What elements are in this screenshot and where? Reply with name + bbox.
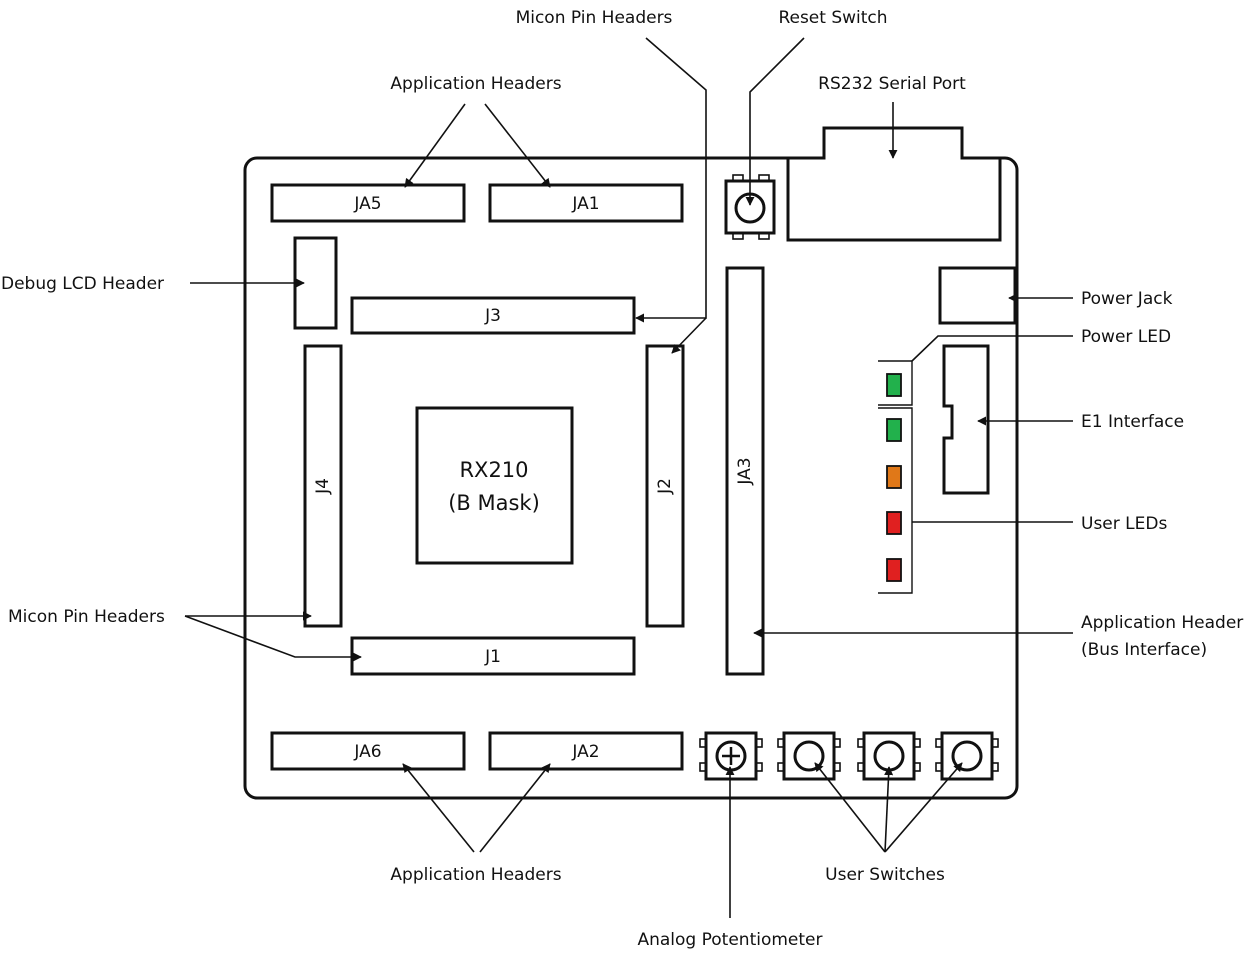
- header-j2-label: J2: [655, 478, 675, 495]
- mcu-chip-variant: (B Mask): [448, 491, 540, 515]
- label-application-headers-top: Application Headers: [390, 74, 561, 94]
- label-application-headers-bottom: Application Headers: [390, 865, 561, 885]
- label-reset-switch: Reset Switch: [778, 8, 887, 28]
- header-ja6-label: JA6: [353, 742, 381, 762]
- user-led-2: [886, 465, 902, 489]
- label-application-header-bus-line2: (Bus Interface): [1081, 640, 1207, 660]
- header-ja1: JA1: [488, 183, 684, 223]
- led-group: [886, 373, 902, 582]
- user-led-1: [886, 418, 902, 442]
- header-ja3: JA3: [725, 266, 765, 676]
- header-ja2: JA2: [488, 731, 684, 771]
- header-ja1-label: JA1: [571, 194, 599, 214]
- label-micon-pin-headers-left: Micon Pin Headers: [8, 607, 165, 627]
- label-power-led: Power LED: [1081, 327, 1171, 347]
- header-j2: J2: [645, 344, 685, 628]
- user-led-4: [886, 558, 902, 582]
- power-jack-connector: [938, 266, 1017, 325]
- rs232-connector: [786, 126, 1002, 242]
- callout-app-headers-bottom-to-ja2: [479, 763, 551, 853]
- mcu-chip-name: RX210: [459, 458, 528, 482]
- analog-potentiometer: [699, 731, 763, 781]
- callout-app-headers-top-to-ja5: [404, 103, 466, 188]
- user-switch-3: [935, 731, 999, 781]
- user-switch-1: [777, 731, 841, 781]
- callout-app-headers-top-to-ja1: [484, 103, 551, 188]
- callout-micon-top-to-j3: [635, 37, 707, 323]
- e1-interface-connector: [942, 344, 990, 495]
- header-j4: J4: [303, 344, 343, 628]
- header-ja5: JA5: [270, 183, 466, 223]
- user-led-3: [886, 511, 902, 535]
- callout-user-switches-to-1: [814, 762, 886, 853]
- label-micon-pin-headers-top: Micon Pin Headers: [516, 8, 673, 28]
- callout-micon-top-to-j2: [671, 317, 707, 354]
- callout-reset-switch: [745, 37, 805, 206]
- label-e1-interface: E1 Interface: [1081, 412, 1184, 432]
- label-power-jack: Power Jack: [1081, 289, 1173, 309]
- header-j1-label: J1: [484, 647, 501, 667]
- label-user-leds: User LEDs: [1081, 514, 1167, 534]
- header-j4-label: J4: [313, 478, 333, 495]
- callout-user-switches-to-3: [884, 762, 963, 853]
- header-j3-label: J3: [484, 306, 501, 326]
- header-j3: J3: [350, 296, 636, 335]
- header-ja2-label: JA2: [571, 742, 599, 762]
- callout-app-headers-bottom-to-ja6: [402, 763, 475, 853]
- label-debug-lcd-header: Debug LCD Header: [1, 274, 164, 294]
- power-led-bracket: [878, 360, 913, 406]
- mcu-chip: RX210 (B Mask): [415, 406, 574, 565]
- label-rs232-serial-port: RS232 Serial Port: [818, 74, 966, 94]
- callout-user-switches-to-2: [884, 766, 894, 853]
- power-led: [886, 373, 902, 397]
- header-ja6: JA6: [270, 731, 466, 771]
- callout-micon-left-to-j1: [184, 615, 362, 662]
- header-j1: J1: [350, 636, 636, 676]
- label-application-header-bus-line1: Application Header: [1081, 613, 1243, 633]
- user-led-bracket: [878, 407, 913, 594]
- callout-power-led: [911, 335, 1073, 362]
- label-analog-potentiometer: Analog Potentiometer: [637, 930, 822, 950]
- header-ja3-label: JA3: [735, 457, 755, 485]
- label-user-switches: User Switches: [825, 865, 945, 885]
- header-ja5-label: JA5: [353, 194, 381, 214]
